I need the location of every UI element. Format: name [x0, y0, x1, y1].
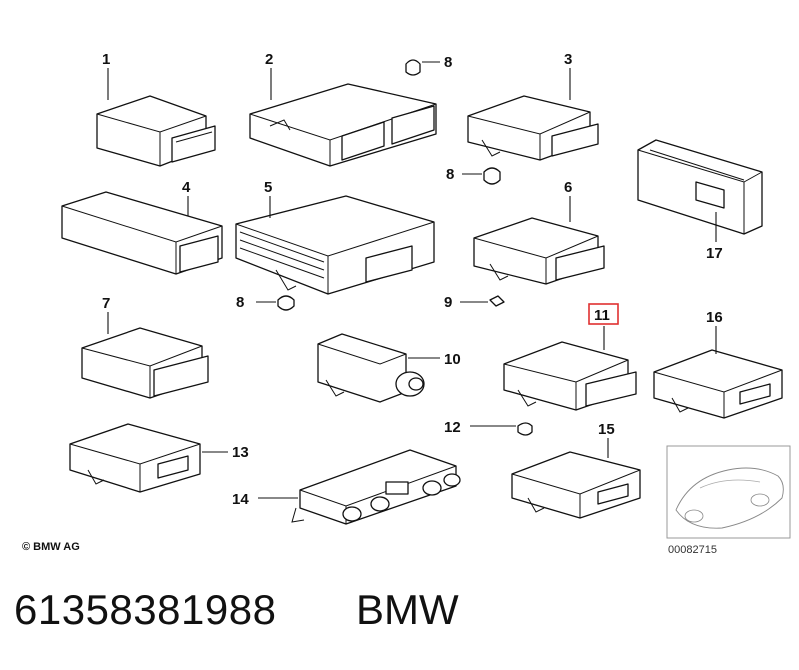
callout-3[interactable]: 3	[564, 51, 572, 68]
copyright-label: © BMW AG	[22, 541, 80, 553]
callout-15[interactable]: 15	[598, 421, 615, 438]
part-8-nut-top[interactable]	[405, 59, 421, 76]
part-14-connector[interactable]	[291, 449, 461, 525]
part-2-module[interactable]	[249, 83, 437, 167]
part-7-module[interactable]	[81, 327, 209, 399]
callout-4[interactable]: 4	[182, 179, 191, 196]
part-6-module[interactable]	[473, 217, 605, 285]
part-4-module[interactable]	[61, 191, 223, 275]
part-15-module[interactable]	[511, 451, 641, 519]
callout-1[interactable]: 1	[102, 51, 110, 68]
part-13-module[interactable]	[69, 423, 201, 493]
callout-11-highlight	[588, 303, 619, 325]
callout-17[interactable]: 17	[706, 245, 723, 262]
part-5-module[interactable]	[235, 195, 435, 295]
part-10-sensor[interactable]	[317, 333, 425, 403]
callout-11[interactable]: 11	[594, 307, 610, 324]
callout-9[interactable]: 9	[444, 294, 452, 311]
part-3-module[interactable]	[467, 95, 599, 161]
callout-2[interactable]: 2	[265, 51, 273, 68]
brand-name: BMW	[356, 586, 459, 633]
part-12-nut[interactable]	[517, 422, 533, 436]
part-17-module[interactable]	[637, 139, 763, 235]
part-9-nut[interactable]	[489, 295, 505, 307]
part-16-module[interactable]	[653, 349, 783, 419]
callout-16[interactable]: 16	[706, 309, 723, 326]
document-number: 00082715	[668, 544, 717, 556]
callout-14[interactable]: 14	[232, 491, 249, 508]
callout-8-mid[interactable]: 8	[446, 166, 454, 183]
part-8-nut-mid[interactable]	[483, 167, 501, 185]
part-8-nut-left[interactable]	[277, 295, 295, 311]
callout-13[interactable]: 13	[232, 444, 249, 461]
callout-8-left[interactable]: 8	[236, 294, 244, 311]
callout-12[interactable]: 12	[444, 419, 461, 436]
vehicle-thumbnail	[666, 445, 791, 539]
part-11-module[interactable]	[503, 341, 637, 411]
part-1-module[interactable]	[96, 95, 216, 167]
callout-8-top[interactable]: 8	[444, 54, 452, 71]
part-number: 61358381988	[14, 586, 277, 633]
callout-6[interactable]: 6	[564, 179, 572, 196]
callout-10[interactable]: 10	[444, 351, 461, 368]
callout-7[interactable]: 7	[102, 295, 110, 312]
callout-5[interactable]: 5	[264, 179, 272, 196]
